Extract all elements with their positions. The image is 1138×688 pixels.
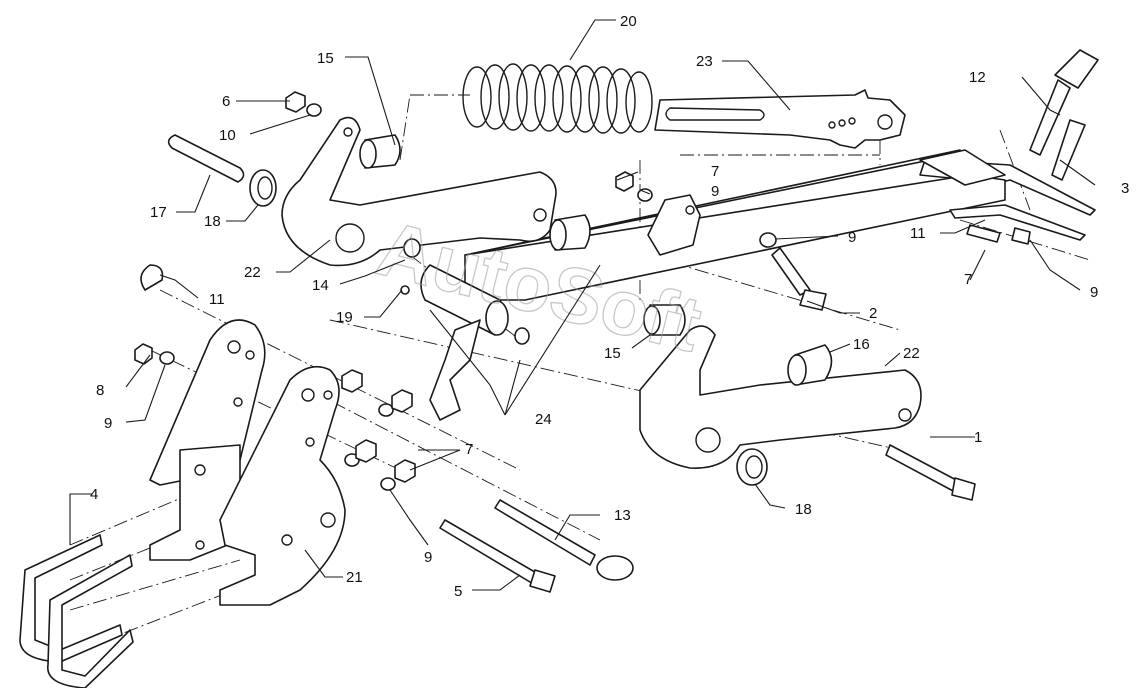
callout-9-left: 9	[104, 415, 112, 432]
callout-1: 1	[974, 429, 982, 446]
callout-9-bottom: 9	[424, 549, 432, 566]
arm-part-22-lower	[639, 325, 922, 469]
bolt-part-13	[494, 499, 634, 581]
spacer-part	[549, 214, 591, 251]
pin-part-12	[1029, 49, 1099, 156]
callout-18-lower: 18	[795, 501, 812, 518]
callout-22-left: 22	[244, 264, 261, 281]
callout-11-left: 11	[209, 291, 225, 308]
pin-part-3	[1051, 119, 1086, 181]
spring-part-20	[462, 63, 653, 134]
callout-13: 13	[614, 507, 631, 524]
callout-labels: 1 2 3 4 5 6 7 7 7 8 9 9 9 9 9 10 11 11 1…	[90, 13, 1129, 600]
tube-part-24	[420, 264, 509, 421]
callout-24: 24	[535, 411, 552, 428]
bracket-plate-front	[219, 365, 346, 606]
callout-2: 2	[869, 305, 877, 322]
bracket-plate-back	[149, 319, 266, 486]
leader-lines	[69, 19, 1096, 591]
callout-6: 6	[222, 93, 230, 110]
callout-11-right: 11	[910, 225, 926, 242]
callout-17: 17	[150, 204, 167, 221]
callout-21: 21	[346, 569, 363, 586]
callout-20: 20	[620, 13, 637, 30]
callout-4: 4	[90, 486, 98, 503]
pin-part-17	[167, 134, 245, 183]
small-nuts-and-washers	[134, 91, 1031, 491]
collar-part-18-lower	[736, 448, 768, 486]
bracket-plate-base	[149, 444, 241, 561]
callout-15-center: 15	[604, 345, 621, 362]
arm-part-22-upper	[281, 116, 557, 267]
bracket-tab	[647, 194, 701, 256]
collar-part-18-upper	[249, 169, 277, 207]
callout-5: 5	[454, 583, 462, 600]
callout-7-right: 7	[964, 271, 972, 288]
callout-7-top: 7	[711, 163, 719, 180]
bushing-part-16	[787, 344, 833, 386]
callout-3: 3	[1121, 180, 1129, 197]
callout-18-upper: 18	[204, 213, 221, 230]
callout-15-top: 15	[317, 50, 334, 67]
callout-9-right: 9	[1090, 284, 1098, 301]
callout-9-mid: 9	[848, 229, 856, 246]
callout-9-top: 9	[711, 183, 719, 200]
callout-12: 12	[969, 69, 986, 86]
callout-23: 23	[696, 53, 713, 70]
bolt-part-5	[439, 519, 556, 593]
bolt-part-2	[771, 247, 827, 311]
bolt-part-1	[885, 444, 976, 501]
callout-14: 14	[312, 277, 329, 294]
callout-10: 10	[219, 127, 236, 144]
callout-16: 16	[853, 336, 870, 353]
bushing-part-15-upper	[359, 134, 401, 169]
callout-19: 19	[336, 309, 353, 326]
callout-8: 8	[96, 382, 104, 399]
lever-part-23	[654, 89, 906, 149]
callout-22-right: 22	[903, 345, 920, 362]
u-bolt-part-4	[19, 534, 134, 688]
bushing-part-15-lower	[643, 304, 686, 336]
callout-7-center: 7	[465, 441, 473, 458]
